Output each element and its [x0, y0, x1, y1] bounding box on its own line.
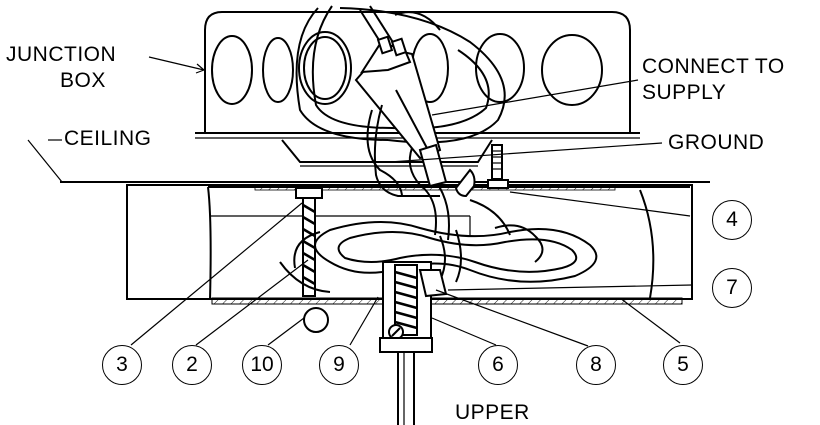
callout-3: 3	[102, 345, 142, 385]
callout-6: 6	[478, 345, 518, 385]
connect-to-supply-label-line1: CONNECT TO	[642, 55, 785, 78]
junction-box-label-line1: JUNCTION	[6, 43, 117, 66]
callout-7: 7	[712, 268, 752, 308]
callout-4: 4	[712, 200, 752, 240]
ceiling-label: CEILING	[64, 127, 152, 150]
wire-connector	[354, 35, 448, 188]
ground-screw	[454, 168, 509, 198]
callout-10: 10	[242, 345, 282, 385]
callout-8: 8	[576, 345, 616, 385]
leader-lines	[130, 56, 693, 347]
junction-box	[195, 11, 640, 180]
center-nipple	[379, 261, 448, 425]
junction-box-label-line2: BOX	[60, 69, 106, 92]
ground-wire	[373, 104, 440, 197]
ground-label: GROUND	[668, 131, 765, 154]
callout-2: 2	[172, 345, 212, 385]
upper-label: UPPER	[455, 401, 530, 424]
callout-5: 5	[663, 345, 703, 385]
callout-9: 9	[319, 345, 359, 385]
connect-to-supply-label-line2: SUPPLY	[642, 81, 727, 104]
ball-part	[303, 307, 329, 333]
